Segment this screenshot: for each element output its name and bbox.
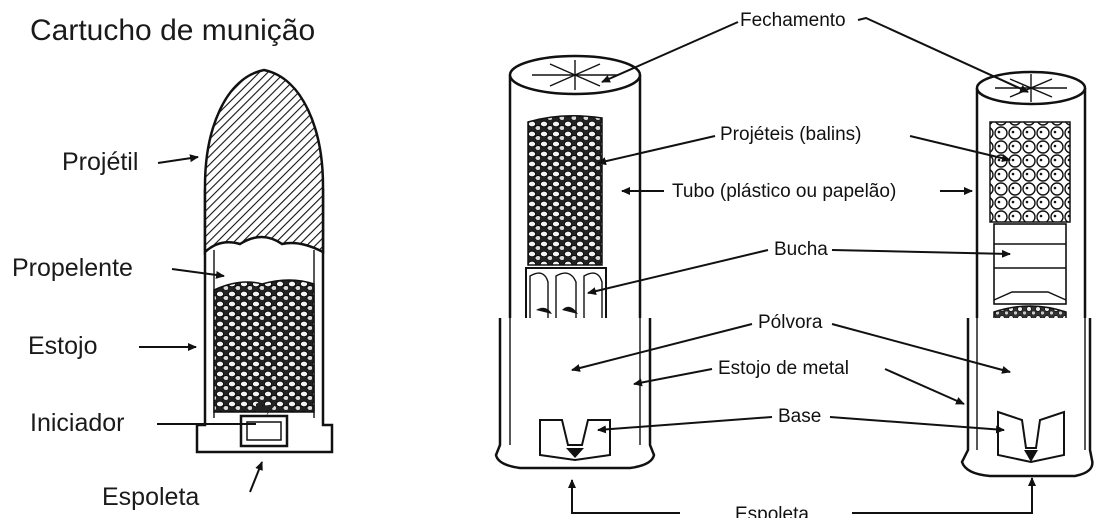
arrow-estojo-right	[885, 369, 964, 404]
arrow-espoleta-left	[572, 480, 680, 513]
propellant-charge	[214, 280, 314, 412]
projectile	[205, 70, 323, 252]
label-projeteis: Projéteis (balins)	[720, 124, 862, 145]
label-base: Base	[778, 406, 821, 427]
label-fechamento: Fechamento	[740, 10, 846, 31]
label-propelente: Propelente	[12, 254, 133, 282]
shot-pellets-left	[528, 116, 602, 265]
label-estojo: Estojo	[28, 332, 97, 360]
wad-right	[994, 224, 1066, 304]
label-tubo: Tubo (plástico ou papelão)	[672, 181, 896, 202]
shotgun-shell-right	[962, 72, 1092, 476]
shot-pellets-right	[990, 122, 1070, 222]
label-polvora: Pólvora	[758, 312, 823, 333]
label-espoleta-left: Espoleta	[102, 483, 199, 511]
label-projetil: Projétil	[62, 148, 138, 176]
arrow-espoleta-left	[250, 462, 262, 492]
cartridge-title: Cartucho de munição	[30, 14, 315, 47]
arrow-espoleta-right	[852, 478, 1032, 513]
label-bucha: Bucha	[774, 239, 828, 260]
shotgun-shell-left	[496, 56, 654, 468]
label-estojo-metal: Estojo de metal	[718, 358, 849, 379]
label-iniciador: Iniciador	[30, 409, 125, 437]
arrow-fechamento-right	[858, 18, 1028, 92]
arrow-projetil	[158, 157, 198, 163]
rifle-cartridge: Cartucho de munição Projétil Propelente …	[12, 14, 332, 511]
label-espoleta-right: Espoleta	[735, 504, 809, 518]
arrow-fechamento-left	[602, 22, 738, 82]
